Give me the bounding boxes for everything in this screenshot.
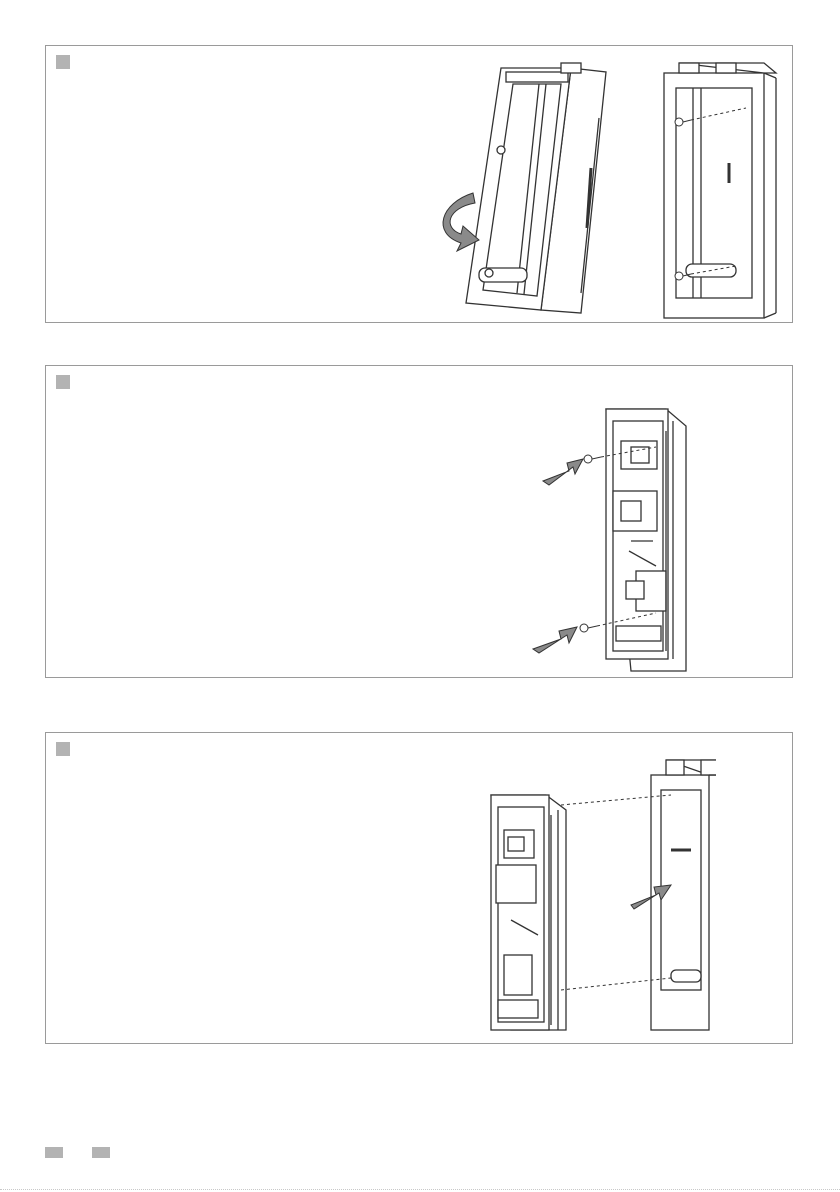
slide-module-illustration	[466, 745, 716, 1035]
step-number-marker	[56, 55, 70, 69]
page-bottom-rule	[0, 1189, 840, 1190]
footer-marker	[92, 1147, 110, 1158]
step-number-marker	[56, 375, 70, 389]
step-panel-1	[45, 45, 793, 323]
step-panel-3	[45, 732, 793, 1044]
step-panel-2	[45, 365, 793, 678]
footer-marker	[45, 1147, 63, 1158]
push-arrow-icon	[543, 459, 583, 485]
push-arrow-icon	[533, 627, 577, 653]
step-number-marker	[56, 742, 70, 756]
housing-rotate-illustration	[421, 58, 791, 320]
insert-screws-illustration	[481, 401, 691, 676]
rotate-arrow-icon	[443, 193, 479, 251]
